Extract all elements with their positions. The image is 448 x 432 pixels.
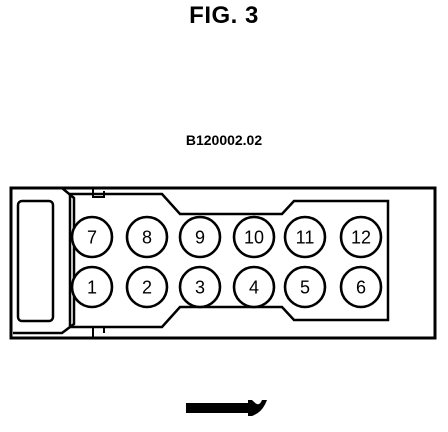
pin-label: 12 xyxy=(351,228,371,248)
connector-housing xyxy=(9,186,437,340)
pin-11: 11 xyxy=(283,215,327,259)
figure-title: FIG. 3 xyxy=(189,2,259,29)
pin-circle xyxy=(232,265,276,309)
pin-circle xyxy=(178,215,222,259)
pin-12: 12 xyxy=(339,215,383,259)
pin-circle xyxy=(232,215,276,259)
pin-circle xyxy=(70,215,114,259)
pin-circle xyxy=(283,265,327,309)
pin-10: 10 xyxy=(232,215,276,259)
pin-label: 1 xyxy=(87,278,97,298)
pin-circle xyxy=(125,215,169,259)
pin-9: 9 xyxy=(178,215,222,259)
pin-3: 3 xyxy=(178,265,222,309)
pin-5: 5 xyxy=(283,265,327,309)
pin-6: 6 xyxy=(339,265,383,309)
pin-label: 4 xyxy=(249,278,259,298)
pin-7: 7 xyxy=(70,215,114,259)
pin-label: 5 xyxy=(300,278,310,298)
pin-4: 4 xyxy=(232,265,276,309)
pin-8: 8 xyxy=(125,215,169,259)
pin-circle xyxy=(70,265,114,309)
pin-label: 11 xyxy=(296,228,315,248)
arrow-icon xyxy=(186,400,267,416)
pin-label: 7 xyxy=(87,228,97,248)
pin-circle xyxy=(178,265,222,309)
pin-circle xyxy=(339,215,383,259)
pin-label: 9 xyxy=(195,228,205,248)
pin-label: 2 xyxy=(142,278,152,298)
pin-2: 2 xyxy=(125,265,169,309)
pin-circle xyxy=(339,265,383,309)
pin-circle xyxy=(283,215,327,259)
pin-label: 8 xyxy=(142,228,152,248)
pin-circle xyxy=(125,265,169,309)
pin-1: 1 xyxy=(70,265,114,309)
pin-label: 10 xyxy=(244,228,264,248)
pin-label: 3 xyxy=(195,278,205,298)
pin-label: 6 xyxy=(356,278,366,298)
figure-code: B120002.02 xyxy=(185,132,263,148)
